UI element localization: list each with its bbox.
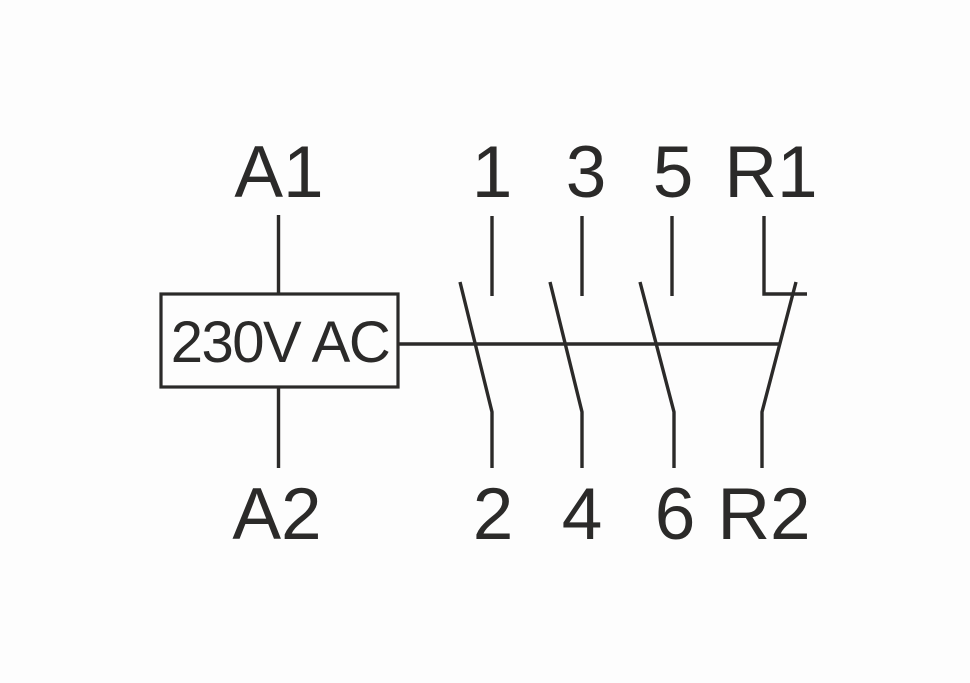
pole4-contact-blade — [760, 281, 798, 468]
terminal-label-6: 6 — [655, 474, 696, 555]
coil-voltage-label: 230V AC — [171, 310, 389, 375]
terminal-label-a2: A2 — [232, 474, 321, 555]
terminal-label-1: 1 — [472, 132, 513, 213]
pole4-top-terminal-lead-with-foot — [762, 216, 807, 296]
terminal-label-5: 5 — [653, 132, 694, 213]
pole1-contact-blade — [458, 281, 494, 468]
terminal-label-r1: R1 — [724, 132, 817, 213]
pole3-contact-blade — [638, 281, 676, 468]
pole2-contact-blade — [548, 281, 584, 468]
terminal-label-3: 3 — [566, 132, 607, 213]
terminal-label-a1: A1 — [234, 132, 323, 213]
terminal-label-4: 4 — [562, 474, 603, 555]
terminal-label-2: 2 — [473, 474, 514, 555]
terminal-label-r2: R2 — [717, 474, 810, 555]
